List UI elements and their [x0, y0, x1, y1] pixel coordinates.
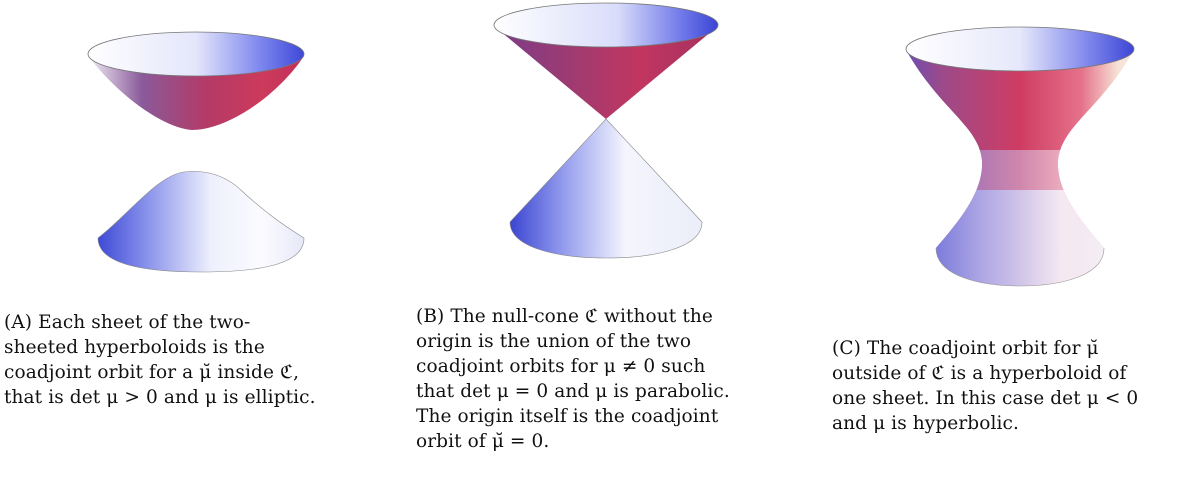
caption-c: (C) The coadjoint orbit for μ̆ outside o… — [832, 336, 1192, 436]
one-sheeted-hyperboloid-graphic — [905, 26, 1135, 287]
figure-one-sheeted-hyperboloid — [880, 0, 1160, 300]
caption-b-label: (B) — [416, 306, 445, 327]
caption-b-line-4: that det μ = 0 and μ is parabolic. — [416, 381, 730, 402]
caption-b: (B) The null-cone ℭ without the origin i… — [416, 304, 772, 454]
upper-cone — [493, 2, 719, 119]
figure-two-sheeted-hyperboloid — [68, 0, 330, 300]
caption-a-line-3: coadjoint orbit for a μ̆ inside ℭ, — [4, 362, 300, 383]
lower-cone — [509, 118, 703, 259]
null-cone-graphic — [493, 2, 719, 259]
figure-null-cone — [476, 0, 766, 300]
caption-a-line-4: that is det μ > 0 and μ is elliptic. — [4, 387, 316, 408]
caption-c-line-4: and μ is hyperbolic. — [832, 413, 1019, 434]
hyperboloid-body — [905, 26, 1135, 287]
caption-c-label: (C) — [832, 338, 861, 359]
caption-c-line-2: outside of ℭ is a hyperboloid of — [832, 363, 1127, 384]
caption-b-line-5: The origin itself is the coadjoint — [416, 406, 719, 427]
caption-b-line-6: orbit of μ̆ = 0. — [416, 431, 550, 452]
caption-b-line-1: The null-cone ℭ without the — [450, 306, 713, 327]
caption-a-line-1: Each sheet of the two- — [38, 312, 251, 333]
caption-c-line-3: one sheet. In this case det μ < 0 — [832, 388, 1139, 409]
lower-sheet — [97, 171, 305, 273]
caption-a: (A) Each sheet of the two- sheeted hyper… — [4, 310, 359, 410]
caption-a-label: (A) — [4, 312, 33, 333]
two-sheeted-hyperboloid-graphic — [87, 31, 305, 273]
caption-b-line-3: coadjoint orbits for μ ≠ 0 such — [416, 356, 706, 377]
upper-sheet — [87, 31, 305, 130]
caption-b-line-2: origin is the union of the two — [416, 331, 692, 352]
caption-a-line-2: sheeted hyperboloids is the — [4, 337, 265, 358]
caption-c-line-1: The coadjoint orbit for μ̆ — [866, 338, 1099, 359]
